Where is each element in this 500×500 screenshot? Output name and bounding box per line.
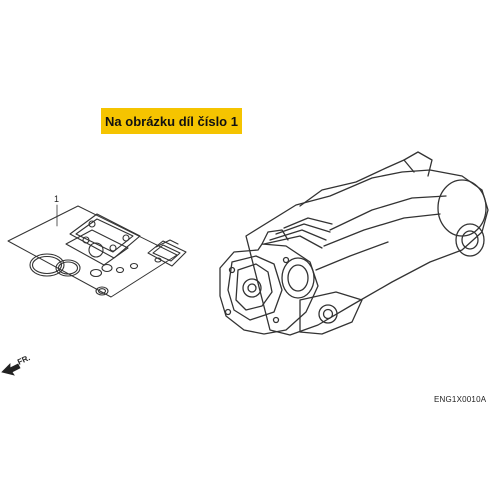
cylinder-head	[219, 243, 319, 335]
o-ring-large-inner	[31, 255, 63, 275]
head-gasket	[69, 213, 141, 259]
o-ring-large	[29, 253, 65, 277]
front-arrow-icon: FR.	[1, 353, 32, 376]
engine-assembly[interactable]	[219, 151, 489, 336]
cylinder-fin	[275, 223, 331, 235]
small-ring	[89, 268, 103, 278]
cylinder-fin	[269, 229, 327, 241]
cylinder-fin	[263, 235, 323, 249]
lower-boss	[318, 304, 338, 324]
small-ring	[154, 257, 162, 263]
callout-number-1: 1	[54, 194, 60, 204]
lower-boss-inner	[322, 308, 334, 320]
front-label: FR.	[16, 354, 31, 367]
banner-text: Na obrázku díl číslo 1	[105, 113, 238, 129]
lower-case	[299, 291, 363, 335]
head-port-inner	[247, 283, 257, 293]
head-port	[242, 278, 262, 298]
head-gasket-hole	[82, 236, 90, 244]
small-ring	[115, 266, 125, 274]
head-gasket-hole	[122, 234, 130, 242]
cover-gasket-tab	[155, 239, 179, 248]
highlight-banner: Na obrázku díl číslo 1	[101, 108, 242, 134]
cover-gasket-inner	[152, 244, 181, 262]
head-gasket-hole	[88, 220, 96, 228]
cylinder-fin	[283, 217, 333, 229]
gasket-kit[interactable]	[7, 204, 187, 298]
base-gasket	[65, 229, 129, 266]
cover-contour	[329, 195, 447, 231]
o-ring-medium-inner	[57, 261, 79, 275]
front-indicator: FR.	[0, 353, 40, 378]
cylinder-bore	[287, 264, 309, 292]
bolt-icon	[282, 256, 290, 264]
base-gasket-bore	[88, 242, 104, 258]
small-ring	[129, 262, 139, 270]
small-ring	[101, 263, 113, 273]
small-ring	[95, 286, 109, 296]
cover-ridge	[403, 151, 433, 177]
cover-contour	[323, 213, 441, 247]
o-ring-medium	[55, 259, 81, 277]
cylinder-barrel	[281, 257, 315, 299]
pulley-boss	[455, 223, 485, 257]
head-gasket-hole	[109, 244, 117, 252]
crankcase-cover	[245, 169, 489, 336]
pulley-cover	[437, 179, 487, 237]
head-face-inner	[235, 263, 273, 311]
cover-gasket	[147, 240, 187, 267]
head-gasket-inner	[75, 218, 134, 253]
bolt-icon	[272, 316, 280, 324]
reference-code: ENG1X0010A	[434, 395, 487, 404]
pulley-boss-inner	[461, 230, 479, 250]
head-face	[227, 255, 283, 321]
cover-contour	[315, 241, 389, 271]
cover-ridge	[299, 159, 415, 207]
gasket-sheet-outline	[7, 205, 178, 298]
bolt-icon	[224, 308, 232, 316]
bolt-icon	[228, 266, 236, 274]
small-ring-inner	[97, 288, 107, 294]
intake-stub	[261, 229, 289, 245]
